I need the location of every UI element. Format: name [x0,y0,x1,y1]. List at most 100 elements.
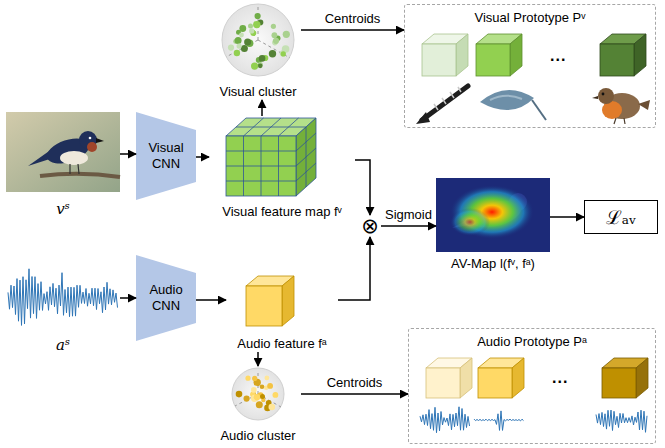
prototype-cube [478,368,512,398]
arrow-connector [381,225,436,227]
prototype-image [480,90,534,110]
arrow-connector [301,393,408,395]
arrow-connector [338,237,370,300]
prototype-image [598,88,614,104]
audio-waveform [8,269,647,433]
cluster-dot [271,24,276,29]
bird-photo [60,151,88,165]
cluster-dot [251,387,257,393]
prototype-cube [456,34,468,76]
cluster-dot [269,50,276,57]
prototype-image [614,118,625,124]
bird-photo [6,112,120,192]
prototype-box: Visual Prototype Pᵛ [404,4,656,128]
node-label: Audio CNN [143,282,189,314]
bird-photo [40,174,120,177]
multiply-operator: ⊗ [359,215,381,237]
prototype-image [638,100,650,110]
cluster-dot [260,394,265,399]
cluster-dot [252,376,257,381]
cluster-dot [237,44,242,49]
cluster-dot [228,45,234,51]
arrow-connector [550,216,584,218]
waveform [596,410,647,432]
cluster-dot [239,33,244,38]
cluster-dot [259,55,266,62]
cluster-dot [281,51,286,56]
feature-grid [278,136,279,196]
prototype-image [532,100,546,120]
av-heatmap [450,185,534,239]
arrow-connector [301,29,404,31]
waveform [474,411,524,431]
cluster-dot [272,32,278,38]
node-label: Audio cluster [220,428,295,444]
arrow-connector [261,100,263,116]
audio-cluster-circle [235,370,281,407]
visual-cluster-circle [226,6,290,58]
feature-map-cube [296,118,316,196]
node-label: aˢ [56,337,70,354]
bird-photo [89,137,92,140]
cnn-encoder: Audio CNN [136,255,196,341]
node-label: Audio Prototype Pᵃ [477,334,587,350]
waveform [8,269,118,326]
node-label: AV-Map l(fᵛ, fᵃ) [451,256,535,272]
node-label: ℒₐᵥ [606,206,636,228]
prototype-cube [602,368,636,398]
cluster-dots [228,13,290,70]
bird-photo [87,142,97,152]
node-label: Visual cluster [219,84,296,100]
prototype-cube [634,34,646,76]
input-image: vˢ [6,112,120,218]
ellipsis-label: ... [552,370,568,386]
arrow-connector [196,156,209,158]
bird-photo [96,138,104,143]
cluster-dot [258,63,263,68]
cluster-dot [273,38,279,44]
feature-vector-cube [282,276,294,326]
cnn-trapezoid [136,255,196,341]
ellipsis-label: ... [550,48,566,64]
waveform-input: aˢ [6,262,120,354]
prototype-cube [600,44,634,76]
prototype-cube [510,34,522,76]
cluster-dot [244,396,250,402]
cluster-dot [269,404,276,411]
feature-grid [306,127,307,187]
feature-map-cube [226,136,296,196]
prototype-cube [422,44,456,76]
prototype-cube [476,44,510,76]
feature-vector-cube [246,286,282,326]
waveform [420,407,470,433]
prototype-box: Audio Prototype Pᵃ [408,328,656,444]
feature-grid [226,166,296,167]
feature-map: Visual feature map fᵛ [209,116,355,220]
cluster-dot [273,392,279,398]
av-heatmap [436,178,550,252]
cluster-dot [249,28,254,33]
node-label: Audio feature fᵃ [237,336,326,352]
prototype-cube [426,368,460,398]
cnn-encoder: Visual CNN [136,112,196,200]
prototype-image [422,86,468,120]
cluster-dot [234,50,240,56]
cluster-dot [255,13,261,19]
prototype-cube [636,358,648,398]
cluster-circle: Audio cluster [215,366,301,444]
cluster-dot [239,25,246,32]
bird-photo [70,164,79,174]
prototype-image [490,96,522,100]
av-heatmap [436,178,550,252]
prototype-cube [460,358,472,398]
cluster-dot [245,376,250,381]
loss-box: ℒₐᵥ [584,200,658,234]
prototype-image [434,87,461,110]
cluster-dot [260,385,265,390]
cluster-dot [265,376,270,381]
node-label: Visual CNN [143,140,189,172]
node-label: vˢ [56,201,70,218]
prototype-cube [512,358,524,398]
prototype-image [602,93,605,96]
edge-label: Centroids [325,11,381,27]
